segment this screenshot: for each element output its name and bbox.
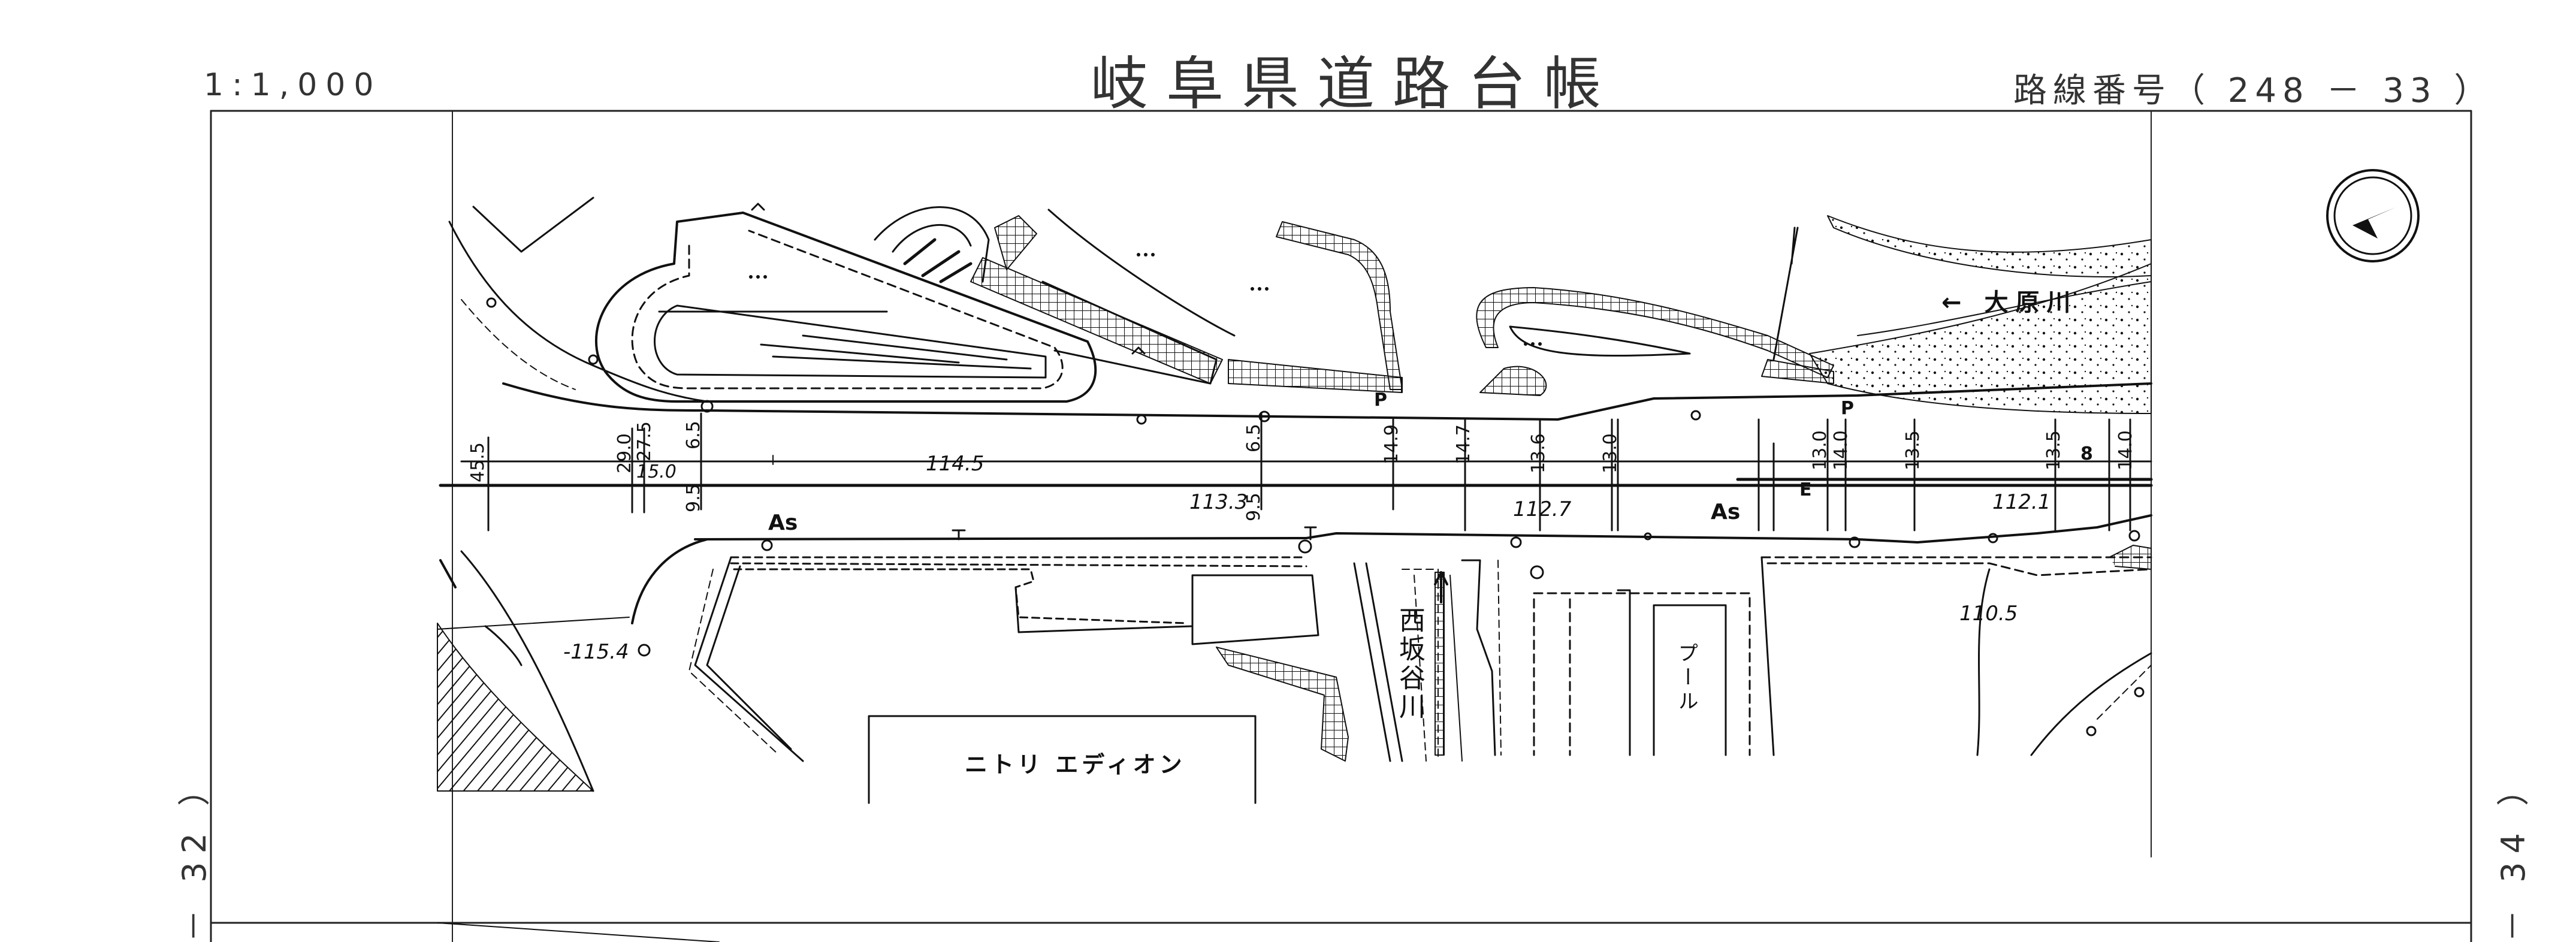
surface-label: As [768, 511, 798, 535]
store-label: ニトリ エディオン [965, 751, 1186, 778]
elevation-label: 112.1 [1992, 490, 2051, 514]
map-scale: 1:1,000 [204, 67, 382, 103]
width-dimension: 13.5 [2043, 430, 2064, 470]
marker-label: P [1841, 398, 1854, 419]
elevation-label: -115.4 [563, 640, 629, 664]
dimension-lines [487, 412, 2131, 532]
width-dimension: 6.5 [683, 421, 704, 449]
width-dimension: 9.5 [1243, 493, 1264, 521]
width-dimension: 14.0 [2115, 430, 2136, 470]
river-label: ← 大原川 [1941, 289, 2078, 316]
pool-label: プール [1674, 642, 1698, 714]
vegetation-dots [749, 253, 1542, 346]
width-dimension: 15.0 [636, 461, 677, 482]
surface-label: As [1711, 500, 1741, 524]
width-dimension: 6.5 [1243, 424, 1264, 452]
width-dimension: 13.0 [1600, 433, 1621, 473]
marker-label: P [1374, 390, 1387, 410]
width-dimension: 13.0 [1810, 430, 1831, 470]
northwest-edge [448, 197, 708, 403]
creek-label: 西坂谷川 [1394, 606, 1425, 721]
width-dimension: 9.5 [683, 484, 704, 512]
elevation-label: 112.7 [1513, 497, 1572, 521]
utility-markers [638, 203, 2145, 736]
page-title: 岐阜県道路台帳 [1091, 50, 1619, 117]
elevation-label: 110.5 [1959, 602, 2018, 626]
width-dimension: 27.5 [634, 421, 655, 461]
width-dimension: 14.9 [1381, 424, 1402, 464]
width-dimension: 8 [2080, 443, 2093, 464]
south-east-features [1353, 545, 2152, 762]
width-dimension: 13.5 [1902, 430, 1923, 470]
width-dimension: 29.0 [614, 433, 635, 473]
route-number: 路線番号（ 248 － 33 ） [2013, 71, 2494, 110]
width-dimension: 14.7 [1453, 424, 1474, 464]
width-dimension: 14.0 [1831, 430, 1852, 470]
marker-label: E [1799, 479, 1812, 500]
width-dimension: 45.5 [467, 442, 488, 482]
elevation-label: 114.5 [926, 452, 985, 476]
north-arrow-icon [2326, 169, 2420, 262]
south-development [688, 556, 1349, 804]
elevation-label: 113.3 [1189, 490, 1248, 514]
width-dimension: 13.6 [1528, 433, 1549, 473]
retaining-walls-north [1228, 221, 1834, 396]
sheet-frame [210, 110, 2472, 942]
river-area [1772, 215, 2152, 414]
hairpin-ramp [595, 206, 1236, 403]
southwest-edge [437, 550, 720, 942]
